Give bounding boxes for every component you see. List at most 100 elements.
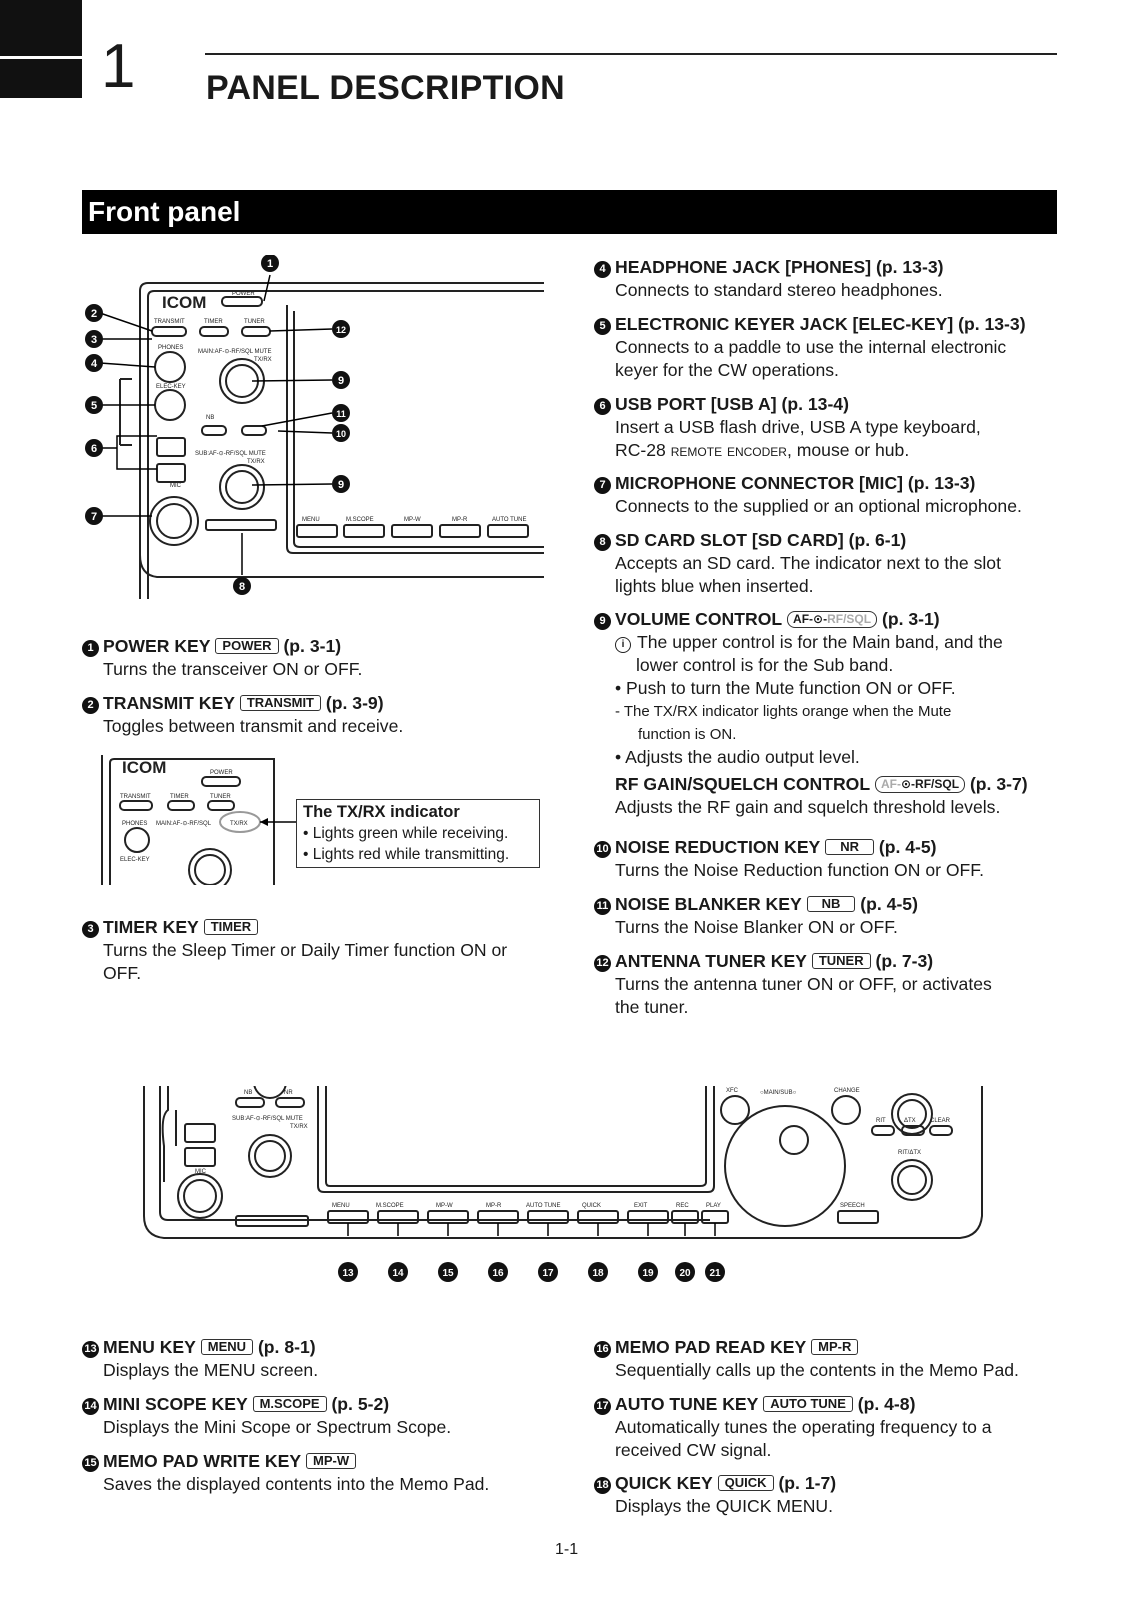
- svg-text:MENU: MENU: [302, 517, 320, 523]
- key-glyph: NR: [825, 839, 874, 855]
- box-line: • Lights green while receiving.: [303, 825, 509, 842]
- key-glyph: AUTO TUNE: [763, 1396, 853, 1412]
- page-ref: (p. 3-1): [283, 636, 342, 656]
- svg-text:M.SCOPE: M.SCOPE: [376, 1203, 404, 1209]
- page-ref: (p. 4-5): [878, 837, 937, 857]
- item-title: NOISE REDUCTION KEY: [615, 837, 821, 857]
- svg-text:POWER: POWER: [210, 770, 233, 776]
- svg-text:1: 1: [267, 258, 273, 270]
- item-desc: Displays the MENU screen.: [103, 1360, 319, 1380]
- item-desc: Toggles between transmit and receive.: [103, 716, 404, 736]
- svg-text:MAIN:AF-⊙-RF/SQL: MAIN:AF-⊙-RF/SQL: [156, 821, 212, 827]
- svg-text:RIT: RIT: [876, 1118, 886, 1124]
- svg-text:SPEECH: SPEECH: [840, 1203, 865, 1209]
- svg-text:NR: NR: [284, 1090, 293, 1096]
- key-glyph: TUNER: [811, 953, 871, 969]
- item-title: NOISE BLANKER KEY: [615, 894, 802, 914]
- callout-8: 8: [594, 534, 611, 551]
- svg-text:8: 8: [239, 581, 245, 593]
- svg-text:20: 20: [679, 1268, 691, 1279]
- callout-11: 11: [594, 898, 611, 915]
- callout-12: 12: [594, 955, 611, 972]
- svg-text:MENU: MENU: [332, 1203, 350, 1209]
- item-title: MEMO PAD READ KEY: [615, 1337, 807, 1357]
- item-desc: Adjusts the RF gain and squelch threshol…: [615, 797, 1001, 817]
- svg-text:EXIT: EXIT: [634, 1203, 648, 1209]
- svg-text:TX/RX: TX/RX: [254, 357, 272, 363]
- svg-text:MAIN:AF-⊙-RF/SQL MUTE: MAIN:AF-⊙-RF/SQL MUTE: [198, 349, 271, 355]
- page-number: 1-1: [555, 1541, 579, 1558]
- item-desc: the tuner.: [615, 997, 689, 1017]
- svg-text:XFC: XFC: [726, 1088, 739, 1094]
- callout-18: 18: [594, 1477, 611, 1494]
- svg-text:16: 16: [492, 1268, 504, 1279]
- callout-13: 13: [82, 1341, 99, 1358]
- svg-text:MP-W: MP-W: [404, 517, 421, 523]
- svg-text:ELEC-KEY: ELEC-KEY: [156, 384, 186, 390]
- callout-15: 15: [82, 1455, 99, 1472]
- item-desc: Connects to the supplied or an optional …: [615, 496, 1022, 516]
- chapter-number: 1: [101, 32, 136, 101]
- item-title: ELECTRONIC KEYER JACK [ELEC-KEY] (p. 13-…: [615, 314, 1026, 334]
- item-desc: Saves the displayed contents into the Me…: [103, 1474, 490, 1494]
- page-ref: (p. 5-2): [331, 1394, 390, 1414]
- svg-text:AUTO TUNE: AUTO TUNE: [492, 517, 526, 523]
- section-heading: Front panel: [82, 190, 1057, 234]
- item-desc: Connects to a paddle to use the internal…: [615, 337, 1007, 357]
- item-desc: RC-28 remote encoder, mouse or hub.: [615, 440, 910, 460]
- item-title: ANTENNA TUNER KEY: [615, 951, 807, 971]
- item-title: MICROPHONE CONNECTOR [MIC] (p. 13-3): [615, 473, 976, 493]
- svg-text:MIC: MIC: [195, 1169, 207, 1175]
- chapter-tab: [0, 0, 82, 98]
- svg-text:CLEAR: CLEAR: [930, 1118, 951, 1124]
- svg-text:PHONES: PHONES: [158, 345, 183, 351]
- svg-text:17: 17: [542, 1268, 554, 1279]
- svg-text:TX/RX: TX/RX: [247, 459, 265, 465]
- item-desc: Connects to standard stereo headphones.: [615, 280, 943, 300]
- svg-text:2: 2: [91, 308, 97, 320]
- svg-text:REC: REC: [676, 1203, 689, 1209]
- svg-text:AUTO TUNE: AUTO TUNE: [526, 1203, 560, 1209]
- item-desc: lower control is for the Sub band.: [636, 655, 894, 675]
- item-desc: Sequentially calls up the contents in th…: [615, 1360, 1019, 1380]
- item-desc: Turns the Noise Reduction function ON or…: [615, 860, 984, 880]
- item-desc: OFF.: [103, 963, 142, 983]
- svg-text:15: 15: [442, 1268, 454, 1279]
- item-desc: received CW signal.: [615, 1440, 772, 1460]
- svg-text:PHONES: PHONES: [122, 821, 147, 827]
- item-title: HEADPHONE JACK [PHONES] (p. 13-3): [615, 257, 944, 277]
- info-icon: i: [615, 637, 631, 653]
- callout-10: 10: [594, 841, 611, 858]
- svg-text:TX/RX: TX/RX: [230, 821, 248, 827]
- callout-6: 6: [594, 398, 611, 415]
- svg-text:18: 18: [592, 1268, 604, 1279]
- item-desc: - The TX/RX indicator lights orange when…: [615, 703, 952, 720]
- svg-text:TIMER: TIMER: [204, 319, 223, 325]
- key-glyph: MP-W: [305, 1453, 357, 1469]
- svg-text:10: 10: [336, 429, 346, 439]
- item-title: MENU KEY: [103, 1337, 196, 1357]
- svg-text:ΔTX: ΔTX: [904, 1118, 916, 1124]
- svg-text:13: 13: [342, 1268, 354, 1279]
- callout-4: 4: [594, 261, 611, 278]
- callout-7: 7: [594, 477, 611, 494]
- key-glyph: NB: [806, 896, 856, 912]
- page-ref: (p. 4-5): [860, 894, 918, 914]
- svg-text:○MAIN/SUB○: ○MAIN/SUB○: [760, 1090, 797, 1096]
- svg-text:14: 14: [392, 1268, 404, 1279]
- callout-16: 16: [594, 1341, 611, 1358]
- key-glyph: MENU: [200, 1339, 254, 1355]
- svg-text:21: 21: [709, 1268, 721, 1279]
